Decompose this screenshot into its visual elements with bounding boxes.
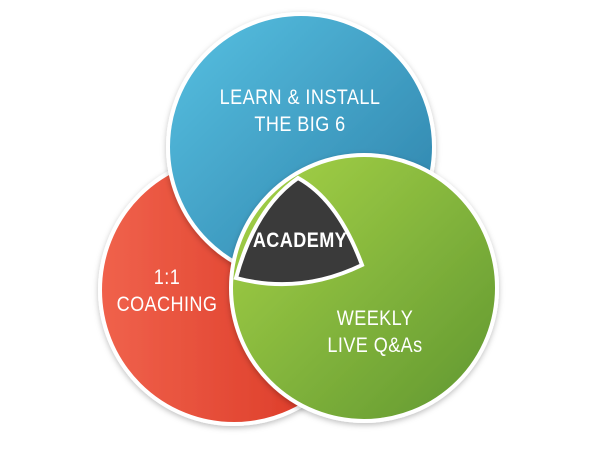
label-coaching: 1:1 COACHING: [103, 264, 232, 318]
label-weekly-line2: LIVE Q&As: [327, 334, 423, 357]
label-academy: ACADEMY: [248, 227, 351, 254]
label-academy-text: ACADEMY: [252, 229, 348, 252]
label-coaching-line1: 1:1: [153, 266, 181, 289]
label-learn-line2: THE BIG 6: [254, 113, 346, 136]
center-overlap: [233, 175, 365, 287]
label-weekly-line1: WEEKLY: [336, 307, 414, 330]
label-learn-install: LEARN & INSTALL THE BIG 6: [214, 84, 386, 138]
circle-right-weekly: [229, 153, 499, 423]
label-coaching-line2: COACHING: [116, 293, 218, 316]
label-learn-line1: LEARN & INSTALL: [219, 86, 381, 109]
label-weekly: WEEKLY LIVE Q&As: [311, 305, 440, 359]
